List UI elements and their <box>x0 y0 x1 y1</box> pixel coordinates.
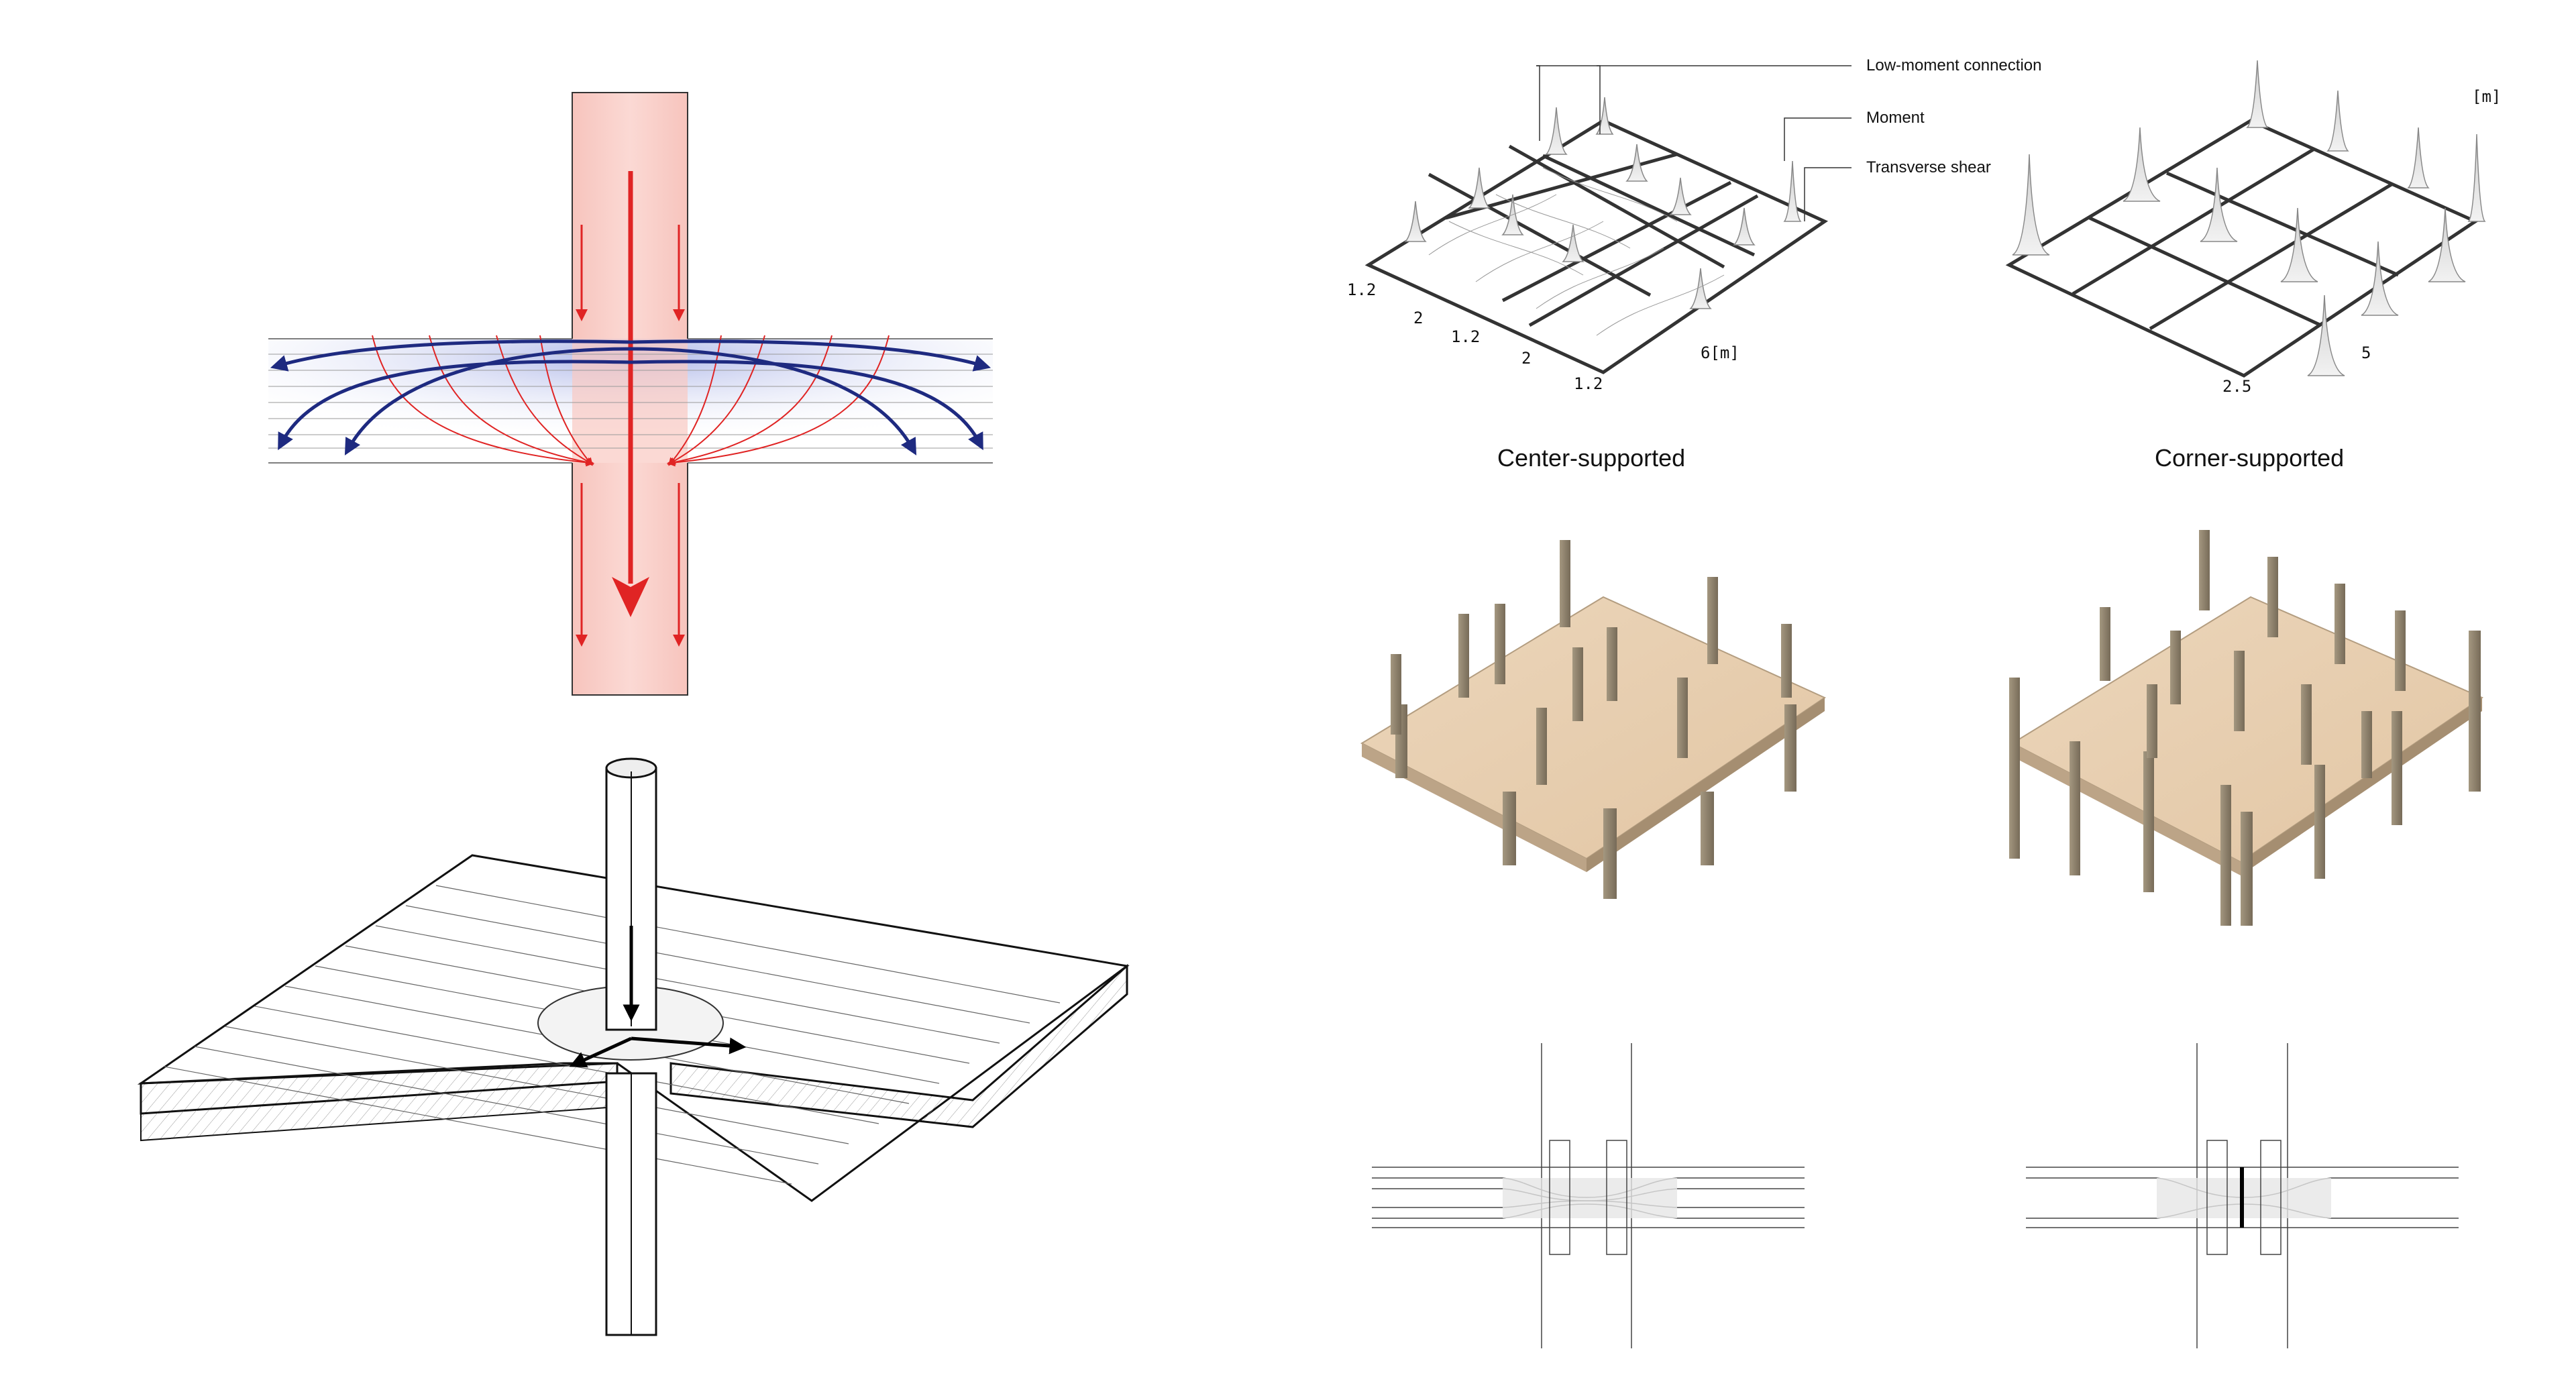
center-dim-total: 6[m] <box>1701 343 1739 362</box>
unit-label: [m] <box>2472 87 2502 106</box>
center-dim-4: 2 <box>1521 349 1532 368</box>
center-dim-1: 1.2 <box>1347 280 1377 299</box>
center-dim-2: 2 <box>1413 309 1424 327</box>
corner-dim-1: 2.5 <box>2222 377 2252 396</box>
corner-dim-2: 5 <box>2361 343 2371 362</box>
moment-label: Moment <box>1866 109 1925 127</box>
low-moment-connection-label: Low-moment connection <box>1866 56 2042 74</box>
center-connection-detail <box>1372 1043 1805 1348</box>
center-supported-model <box>1360 540 1827 899</box>
transverse-shear-label: Transverse shear <box>1866 158 1991 176</box>
corner-connection-detail <box>2026 1043 2459 1348</box>
corner-supported-caption: Corner-supported <box>2155 444 2345 472</box>
center-supported-caption: Center-supported <box>1497 444 1686 472</box>
corner-supported-model <box>2009 530 2484 926</box>
center-dim-3: 1.2 <box>1451 327 1481 346</box>
center-dim-5: 1.2 <box>1574 374 1603 393</box>
